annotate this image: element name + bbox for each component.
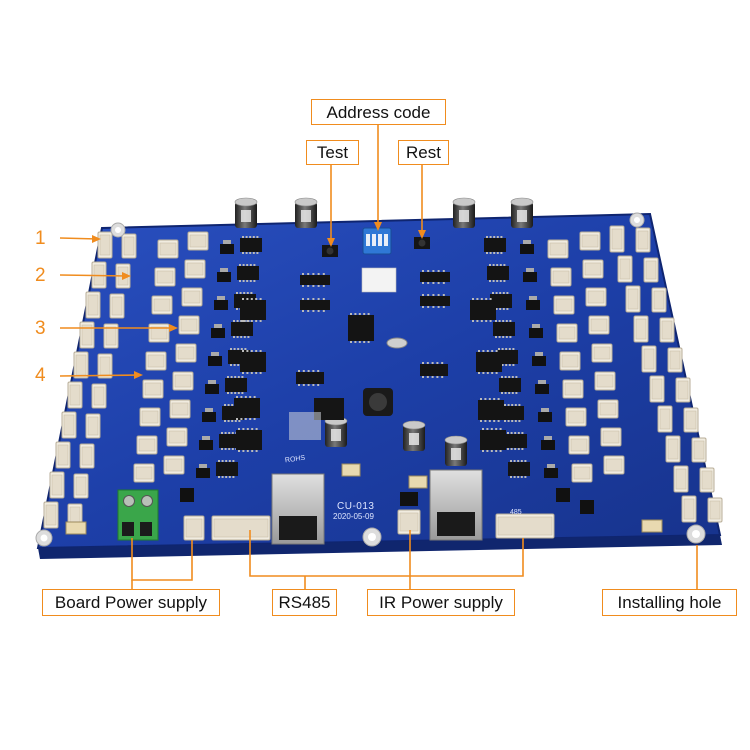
ic-chip	[502, 406, 524, 420]
transistor	[217, 272, 231, 282]
ic-chip	[236, 430, 262, 450]
ic-chip	[225, 378, 247, 392]
ic-chip	[420, 296, 450, 306]
ir-power-supply-label: IR Power supply	[367, 589, 515, 616]
regulator	[314, 398, 344, 420]
transistor	[535, 384, 549, 394]
connector-number-4: 4	[35, 365, 46, 386]
transistor	[208, 356, 222, 366]
ic-chip	[231, 322, 253, 336]
rs485-label: RS485	[272, 589, 337, 616]
ic-chip	[420, 272, 450, 282]
ic-chip	[348, 315, 374, 341]
transistor	[526, 300, 540, 310]
transistor	[400, 492, 418, 506]
ic-chip	[476, 352, 502, 372]
ic-chip	[484, 238, 506, 252]
transistor	[220, 244, 234, 254]
ic-chip	[234, 398, 260, 418]
connector-number-3: 3	[35, 318, 46, 339]
ic-chip	[296, 372, 324, 384]
connector-number-2: 2	[35, 265, 46, 286]
address-code-label: Address code	[311, 99, 446, 125]
leader-lines	[59, 124, 698, 590]
ic-chip	[499, 378, 521, 392]
fuse	[341, 463, 361, 477]
transistor	[556, 488, 570, 502]
fuse	[641, 519, 663, 533]
board-date-print: 2020-05-09	[333, 512, 374, 521]
ic-chip	[237, 266, 259, 280]
ic-chip	[508, 462, 530, 476]
ic-chip	[420, 364, 448, 376]
ic-chip	[240, 300, 266, 320]
transistor	[529, 328, 543, 338]
transistor	[196, 468, 210, 478]
ic-chip	[219, 434, 241, 448]
transistor	[532, 356, 546, 366]
crystal	[386, 337, 408, 349]
transistor	[523, 272, 537, 282]
installing-hole-label: Installing hole	[602, 589, 737, 616]
port-485-print: 485	[510, 509, 522, 516]
reset-button-label: Rest	[398, 140, 449, 165]
ic-chip	[480, 430, 506, 450]
fuse	[408, 475, 428, 489]
label-sticker	[361, 267, 397, 293]
transistor	[580, 500, 594, 514]
transistor	[538, 412, 552, 422]
ic-chip	[240, 352, 266, 372]
transistor	[214, 300, 228, 310]
ic-chip	[300, 275, 330, 285]
transistor	[520, 244, 534, 254]
ic-chip	[216, 462, 238, 476]
ic-chip	[487, 266, 509, 280]
transistor	[211, 328, 225, 338]
board-model-print: CU-013	[337, 501, 375, 512]
ic-chip	[493, 322, 515, 336]
transistor	[541, 440, 555, 450]
ic-chip	[470, 300, 496, 320]
fuse	[65, 521, 87, 535]
test-button-label: Test	[306, 140, 359, 165]
board-power-supply-label: Board Power supply	[42, 589, 220, 616]
transistor	[180, 488, 194, 502]
ic-chip	[240, 238, 262, 252]
ic-chip	[505, 434, 527, 448]
connector-number-1: 1	[35, 228, 46, 249]
transistor	[199, 440, 213, 450]
ic-chip	[478, 400, 504, 420]
transistor	[544, 468, 558, 478]
transistor	[202, 412, 216, 422]
transistor	[205, 384, 219, 394]
ic-chip	[300, 300, 330, 310]
